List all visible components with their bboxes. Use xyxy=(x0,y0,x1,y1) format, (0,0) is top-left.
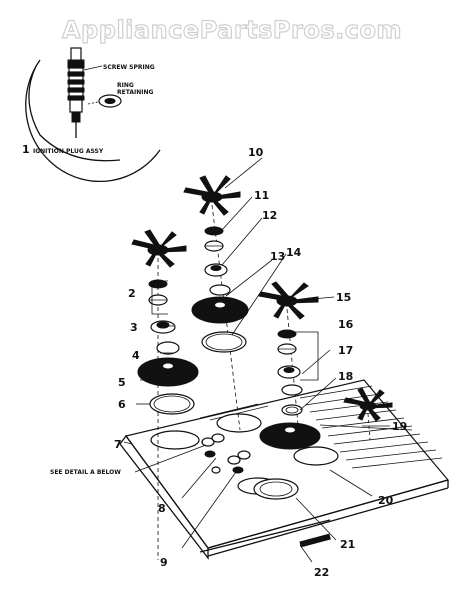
callout-4: 4 xyxy=(132,349,140,362)
callout-10: 10 xyxy=(248,146,264,159)
callout-17: 17 xyxy=(338,344,353,357)
callout-2: 2 xyxy=(128,287,136,300)
callout-8: 8 xyxy=(158,502,166,515)
callout-16: 16 xyxy=(338,318,354,331)
callout-20: 20 xyxy=(378,494,394,507)
front-burner-bowl xyxy=(259,422,321,450)
callout-21: 21 xyxy=(340,538,355,551)
callout-12: 12 xyxy=(262,209,277,222)
see-detail-note: SEE DETAIL A BELOW xyxy=(50,469,121,476)
grate-icon-right xyxy=(258,281,319,320)
callout-3: 3 xyxy=(130,321,138,334)
ring-retaining-label-1: RING xyxy=(117,82,134,89)
valve-cluster xyxy=(201,433,251,474)
grate-icon-left xyxy=(131,229,187,268)
callout-19: 19 xyxy=(392,420,407,433)
middle-burner-stack xyxy=(183,175,249,431)
callout-11: 11 xyxy=(254,189,269,202)
grate-icon-small xyxy=(343,387,393,422)
callout-5: 5 xyxy=(118,376,126,389)
callout-13: 13 xyxy=(270,250,285,263)
callout-9: 9 xyxy=(160,556,168,569)
detail-circle-outline xyxy=(25,59,161,183)
watermark-text: AppliancePartsPros.com xyxy=(62,16,402,44)
callout-labels: 2 3 4 5 6 7 8 9 10 11 12 13 14 15 16 17 … xyxy=(114,146,407,579)
screw-spring-label: SCREW SPRING xyxy=(103,64,155,71)
grate-icon-middle xyxy=(183,175,241,216)
callout-7: 7 xyxy=(114,438,122,451)
ignition-plug-caption: IGNITION PLUG ASSY xyxy=(33,148,104,155)
detail-a-inset: SCREW SPRING RING RETAINING 1 IGNITION P… xyxy=(22,47,161,183)
callout-14: 14 xyxy=(286,246,302,259)
left-burner-stack xyxy=(131,229,199,560)
callout-22: 22 xyxy=(314,566,329,579)
callout-1: 1 xyxy=(22,143,30,156)
ignition-plug-icon xyxy=(67,47,85,138)
callout-15: 15 xyxy=(336,291,351,304)
leader-lines xyxy=(123,157,413,563)
callout-18: 18 xyxy=(338,370,353,383)
right-burner-stack xyxy=(258,281,319,446)
retaining-ring-icon xyxy=(98,94,122,108)
callout-6: 6 xyxy=(118,398,126,411)
ring-retaining-label-2: RETAINING xyxy=(117,89,153,96)
